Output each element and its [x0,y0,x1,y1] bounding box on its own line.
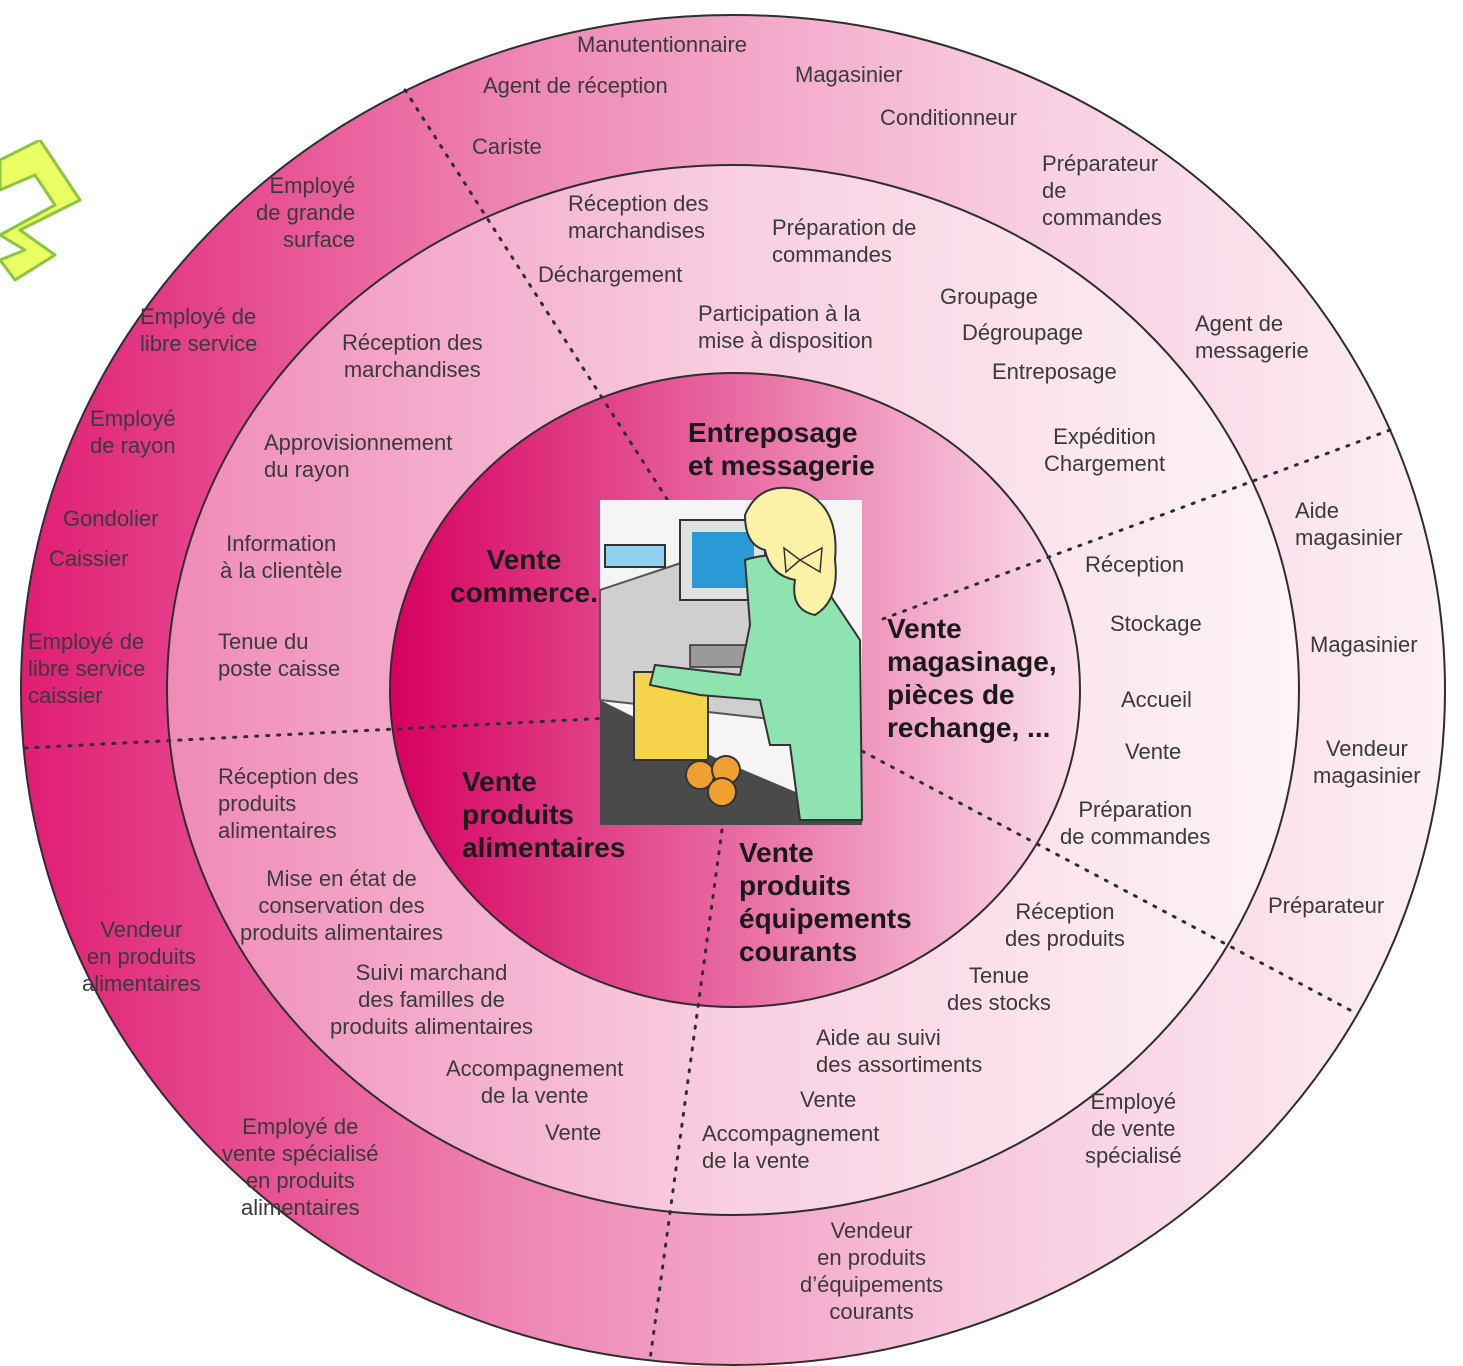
sector-label-vente-alimentaires: Vente produits alimentaires [462,766,626,863]
activity-label: Accompagnement de la vente [702,1121,880,1173]
job-label: Gondolier [63,506,159,531]
activity-label: Aide au suivi des assortiments [816,1025,983,1077]
activity-label: Réception [1085,552,1185,577]
job-label: Agent de messagerie [1195,311,1309,363]
activity-label: Réception des marchandises [568,191,709,243]
activity-label: Préparation de commandes [772,215,917,267]
activity-label: Mise en état de conservation des produit… [240,866,443,945]
activity-label: Réception des produits alimentaires [218,764,359,843]
activity-label: Réception des produits [1005,899,1125,951]
activity-label: Stockage [1110,611,1202,636]
job-label: Employé de libre service caissier [28,629,146,708]
cashier-hair [743,486,837,617]
logo-mark [0,140,82,282]
activity-label: Accueil [1121,687,1192,712]
activity-label: Déchargement [538,262,683,287]
job-label: Magasinier [1310,632,1418,657]
activity-label: Approvisionnement du rayon [264,430,453,482]
job-label: Vendeur en produits d’équipements couran… [800,1218,944,1324]
separator-right-lower [858,748,1352,1012]
scale-display [604,544,666,568]
job-label: Employé de libre service [140,304,258,356]
activity-label: Expédition Chargement [1044,424,1166,476]
cashier-illustration [599,486,864,825]
job-label: Préparateur de commandes [1042,151,1162,230]
job-label: Employé de vente spécialisé en produits … [222,1114,379,1220]
activity-label: Tenue des stocks [947,963,1051,1015]
job-label: Cariste [472,134,542,159]
job-label: Vendeur en produits alimentaires [82,917,201,996]
job-label: Employé de grande surface [256,173,356,252]
activity-label: Suivi marchand des familles de produits … [330,960,533,1039]
separator-left [23,716,612,750]
sector-label-vente-magasinage: Vente magasinage, pièces de rechange, ..… [887,613,1057,743]
activity-label: Préparation de commandes [1060,797,1211,849]
activity-label: Groupage [940,284,1038,309]
job-label: Préparateur [1268,893,1385,918]
activity-label: Vente [545,1120,602,1145]
activity-label: Accompagnement de la vente [446,1056,624,1108]
separator-top-left [403,88,692,537]
potato [707,777,737,807]
activity-label: Information à la clientèle [220,531,343,583]
job-label: Manutentionnaire [577,32,748,57]
job-label: Conditionneur [880,105,1017,130]
activity-label: Réception des marchandises [342,330,483,382]
job-label: Aide magasinier [1295,498,1403,550]
cashier-bow [783,546,823,574]
sector-label-entreposage: Entreposage et messagerie [688,417,875,481]
activity-label: Vente [800,1087,857,1112]
activity-label: Vente [1125,739,1182,764]
sector-label-vente-equipements: Vente produits équipements courants [739,837,912,967]
job-label: Employé de vente spécialisé [1085,1089,1182,1168]
logo-chevron [0,140,82,282]
sector-separators [23,88,1392,1362]
job-label: Agent de réception [483,73,668,98]
separator-right-upper [878,428,1392,622]
sector-label-vente-commerce: Vente commerce. [450,544,598,608]
activity-label: Tenue du poste caisse [218,629,341,681]
job-label: Vendeur magasinier [1313,736,1421,788]
separator-bottom [648,828,724,1362]
job-label: Employé de rayon [90,406,176,458]
activity-label: Participation à la mise à disposition [698,301,873,353]
activity-label: Entreposage [992,359,1117,384]
monitor-screen [692,532,754,588]
job-label: Caissier [49,546,129,571]
job-label: Magasinier [795,62,903,87]
activity-label: Dégroupage [962,320,1084,345]
